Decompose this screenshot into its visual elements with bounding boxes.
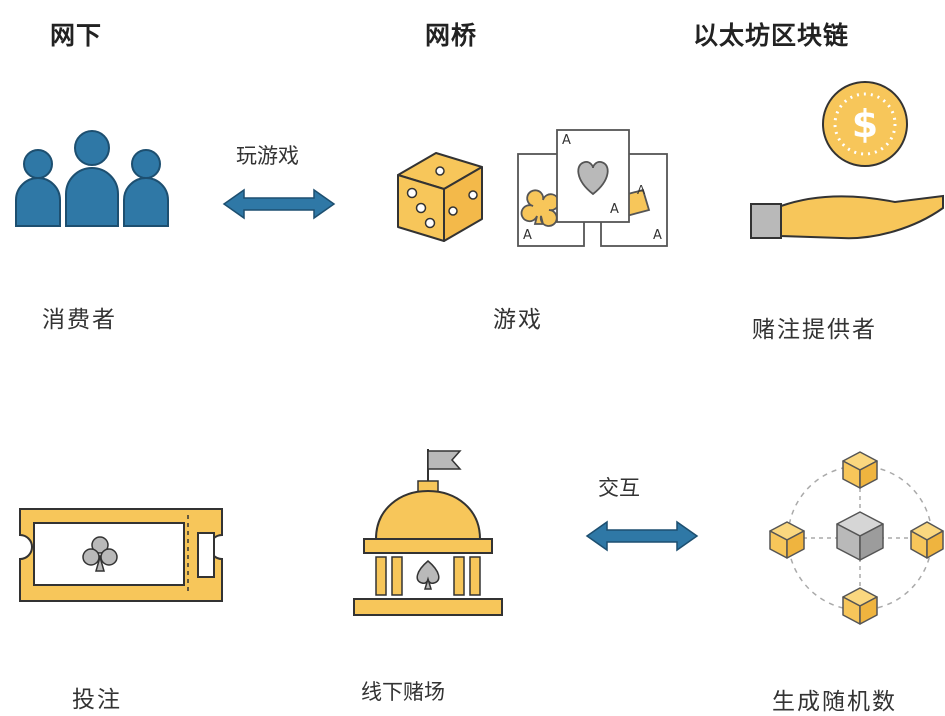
- label-offline-casino: 线下赌场: [361, 680, 445, 704]
- card-letter: A: [653, 228, 662, 243]
- card-letter: A: [610, 202, 619, 217]
- double-arrow-icon: [222, 186, 336, 222]
- label-bet-provider: 赌注提供者: [752, 317, 877, 343]
- label-random-number: 生成随机数: [772, 689, 897, 715]
- people-icon: [8, 128, 178, 228]
- coin-hand-icon: $: [745, 78, 945, 248]
- ticket-icon: [16, 505, 226, 605]
- blockchain-icon: [765, 448, 945, 628]
- header-bridge: 网桥: [425, 21, 478, 50]
- svg-text:$: $: [852, 102, 878, 146]
- card-letter: A: [562, 133, 571, 148]
- header-ethereum: 以太坊区块链: [693, 21, 850, 50]
- dice-icon: [390, 145, 490, 245]
- double-arrow-icon: [585, 518, 699, 554]
- label-game: 游戏: [493, 307, 543, 333]
- casino-icon: [350, 445, 510, 625]
- cards-icon: A A A A A: [515, 128, 675, 250]
- label-consumer: 消费者: [42, 307, 117, 333]
- header-offline: 网下: [50, 21, 103, 50]
- card-letter: A: [637, 183, 646, 197]
- label-interaction: 交互: [598, 476, 640, 500]
- label-play-game: 玩游戏: [236, 144, 299, 168]
- label-bet: 投注: [72, 687, 122, 713]
- card-letter: A: [523, 228, 532, 243]
